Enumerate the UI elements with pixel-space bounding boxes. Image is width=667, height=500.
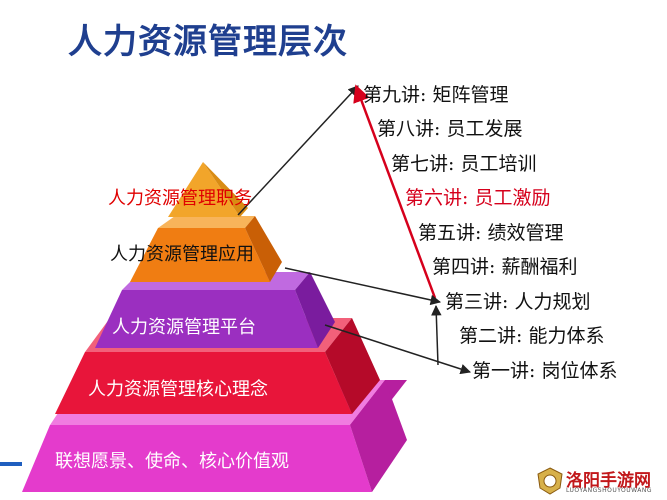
- page-title: 人力资源管理层次: [68, 22, 348, 62]
- lecture-4: 第四讲: 薪酬福利: [432, 256, 578, 278]
- bottom-accent-line: [0, 462, 22, 466]
- pyramid-layer-4-front: [55, 352, 352, 414]
- watermark-logo-icon: [537, 467, 563, 495]
- pyramid-layer-4-rside: [325, 318, 380, 414]
- pyramid-layer-2-top: [158, 216, 255, 228]
- arrow-red-upward: [353, 84, 437, 299]
- pyramid-layer-3-front: [95, 290, 318, 348]
- pyramid-layer-1-rside: [203, 162, 248, 217]
- lecture-3: 第三讲: 人力规划: [445, 291, 591, 313]
- lecture-8: 第八讲: 员工发展: [377, 118, 523, 140]
- watermark-text: 洛阳手游网: [566, 471, 651, 491]
- arrow-core-to-lecture-1: [324, 324, 471, 375]
- pyramid-layer-2-rside: [245, 216, 282, 282]
- layer-3-label: 人力资源管理平台: [112, 317, 256, 338]
- arrow-platform-to-lecture-3: [284, 267, 442, 306]
- pyramid-layer-2-front: [130, 228, 270, 282]
- pyramid-layer-5-front: [22, 425, 372, 492]
- pyramid-layer-1-front: [168, 162, 240, 217]
- layer-2-label: 人力资源管理应用: [110, 244, 254, 265]
- lecture-7: 第七讲: 员工培训: [391, 153, 537, 175]
- arrow-up-to-lecture-3: [431, 304, 442, 366]
- layer-5-label: 联想愿景、使命、核心价值观: [55, 451, 289, 472]
- arrow-top-to-lecture-9: [237, 85, 359, 216]
- lecture-5: 第五讲: 绩效管理: [418, 222, 564, 244]
- lecture-1: 第一讲: 岗位体系: [472, 360, 618, 382]
- layer-4-label: 人力资源管理核心理念: [88, 379, 268, 400]
- pyramid-layer-5-rside: [350, 380, 407, 492]
- lecture-6: 第六讲: 员工激励: [405, 187, 551, 209]
- pyramid-layer-3-rside: [295, 272, 335, 348]
- lecture-2: 第二讲: 能力体系: [459, 325, 605, 347]
- watermark: 洛阳手游网 LUOYANGSHOUYOUWANG: [536, 466, 664, 498]
- layer-1-label: 人力资源管理职务: [108, 188, 252, 209]
- lecture-9: 第九讲: 矩阵管理: [363, 84, 509, 106]
- watermark-subtext: LUOYANGSHOUYOUWANG: [566, 487, 653, 494]
